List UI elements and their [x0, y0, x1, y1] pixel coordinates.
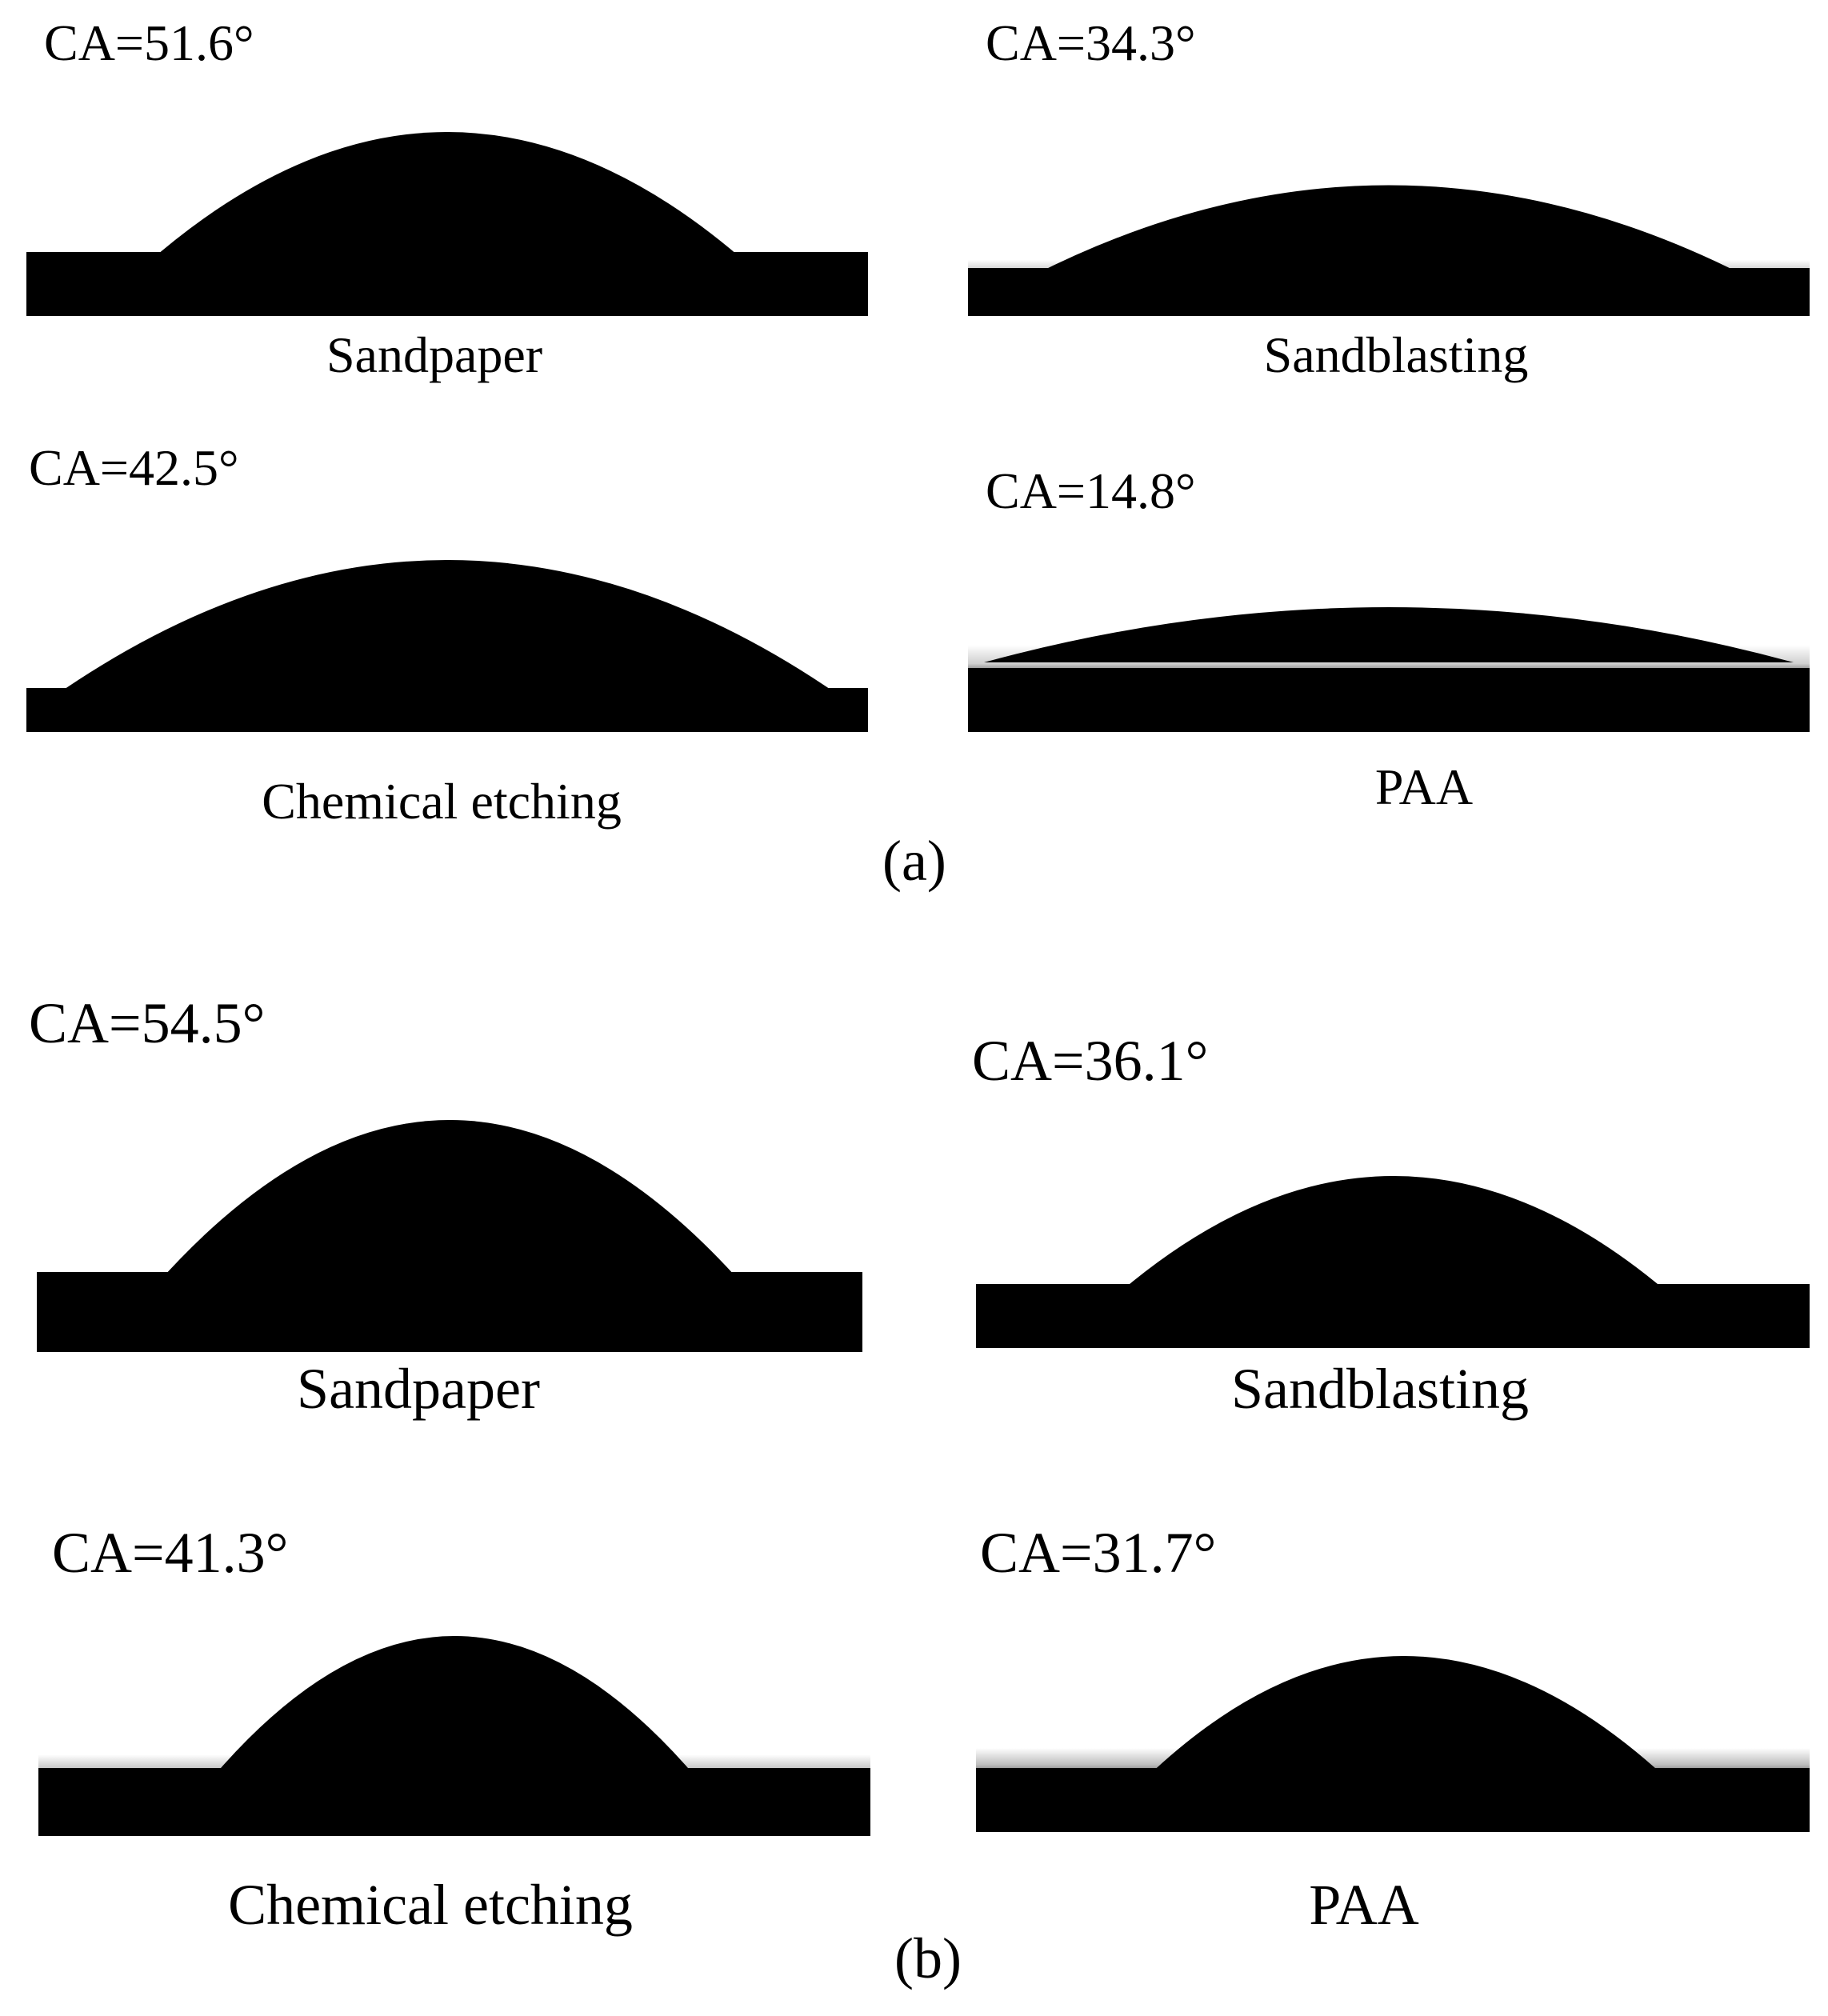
droplet-image-a-paa: [968, 607, 1810, 732]
droplet-image-b-chemical-etching: [38, 1636, 870, 1836]
surface-label: PAA: [1309, 1873, 1419, 1937]
surface-label: Chemical etching: [262, 773, 622, 830]
contact-angle-label: CA=51.6°: [44, 14, 254, 71]
surface-label: Sandpaper: [297, 1357, 540, 1421]
contact-angle-label: CA=14.8°: [986, 462, 1196, 519]
panel-letter: (a): [882, 829, 946, 893]
droplet-image-b-sandblasting: [976, 1176, 1810, 1348]
contact-angle-label: CA=42.5°: [29, 439, 239, 496]
contact-angle-label: CA=31.7°: [980, 1521, 1217, 1585]
contact-angle-label: CA=41.3°: [52, 1521, 289, 1585]
droplet-image-b-sandpaper: [37, 1120, 862, 1352]
droplet-image-a-sandpaper: [26, 132, 868, 316]
contact-angle-label: CA=34.3°: [986, 14, 1196, 71]
droplet-image-a-sandblasting: [968, 185, 1810, 316]
surface-label: PAA: [1374, 758, 1474, 815]
surface-label: Sandblasting: [1231, 1357, 1529, 1421]
droplet-image-a-chemical-etching: [26, 560, 868, 732]
contact-angle-label: CA=36.1°: [972, 1029, 1209, 1093]
surface-label: Chemical etching: [228, 1873, 633, 1937]
contact-angle-label: CA=54.5°: [29, 991, 266, 1055]
surface-label: Sandblasting: [1263, 326, 1529, 383]
droplet-image-b-paa: [976, 1656, 1810, 1832]
panel-letter: (b): [894, 1926, 962, 1990]
surface-label: Sandpaper: [326, 326, 543, 383]
